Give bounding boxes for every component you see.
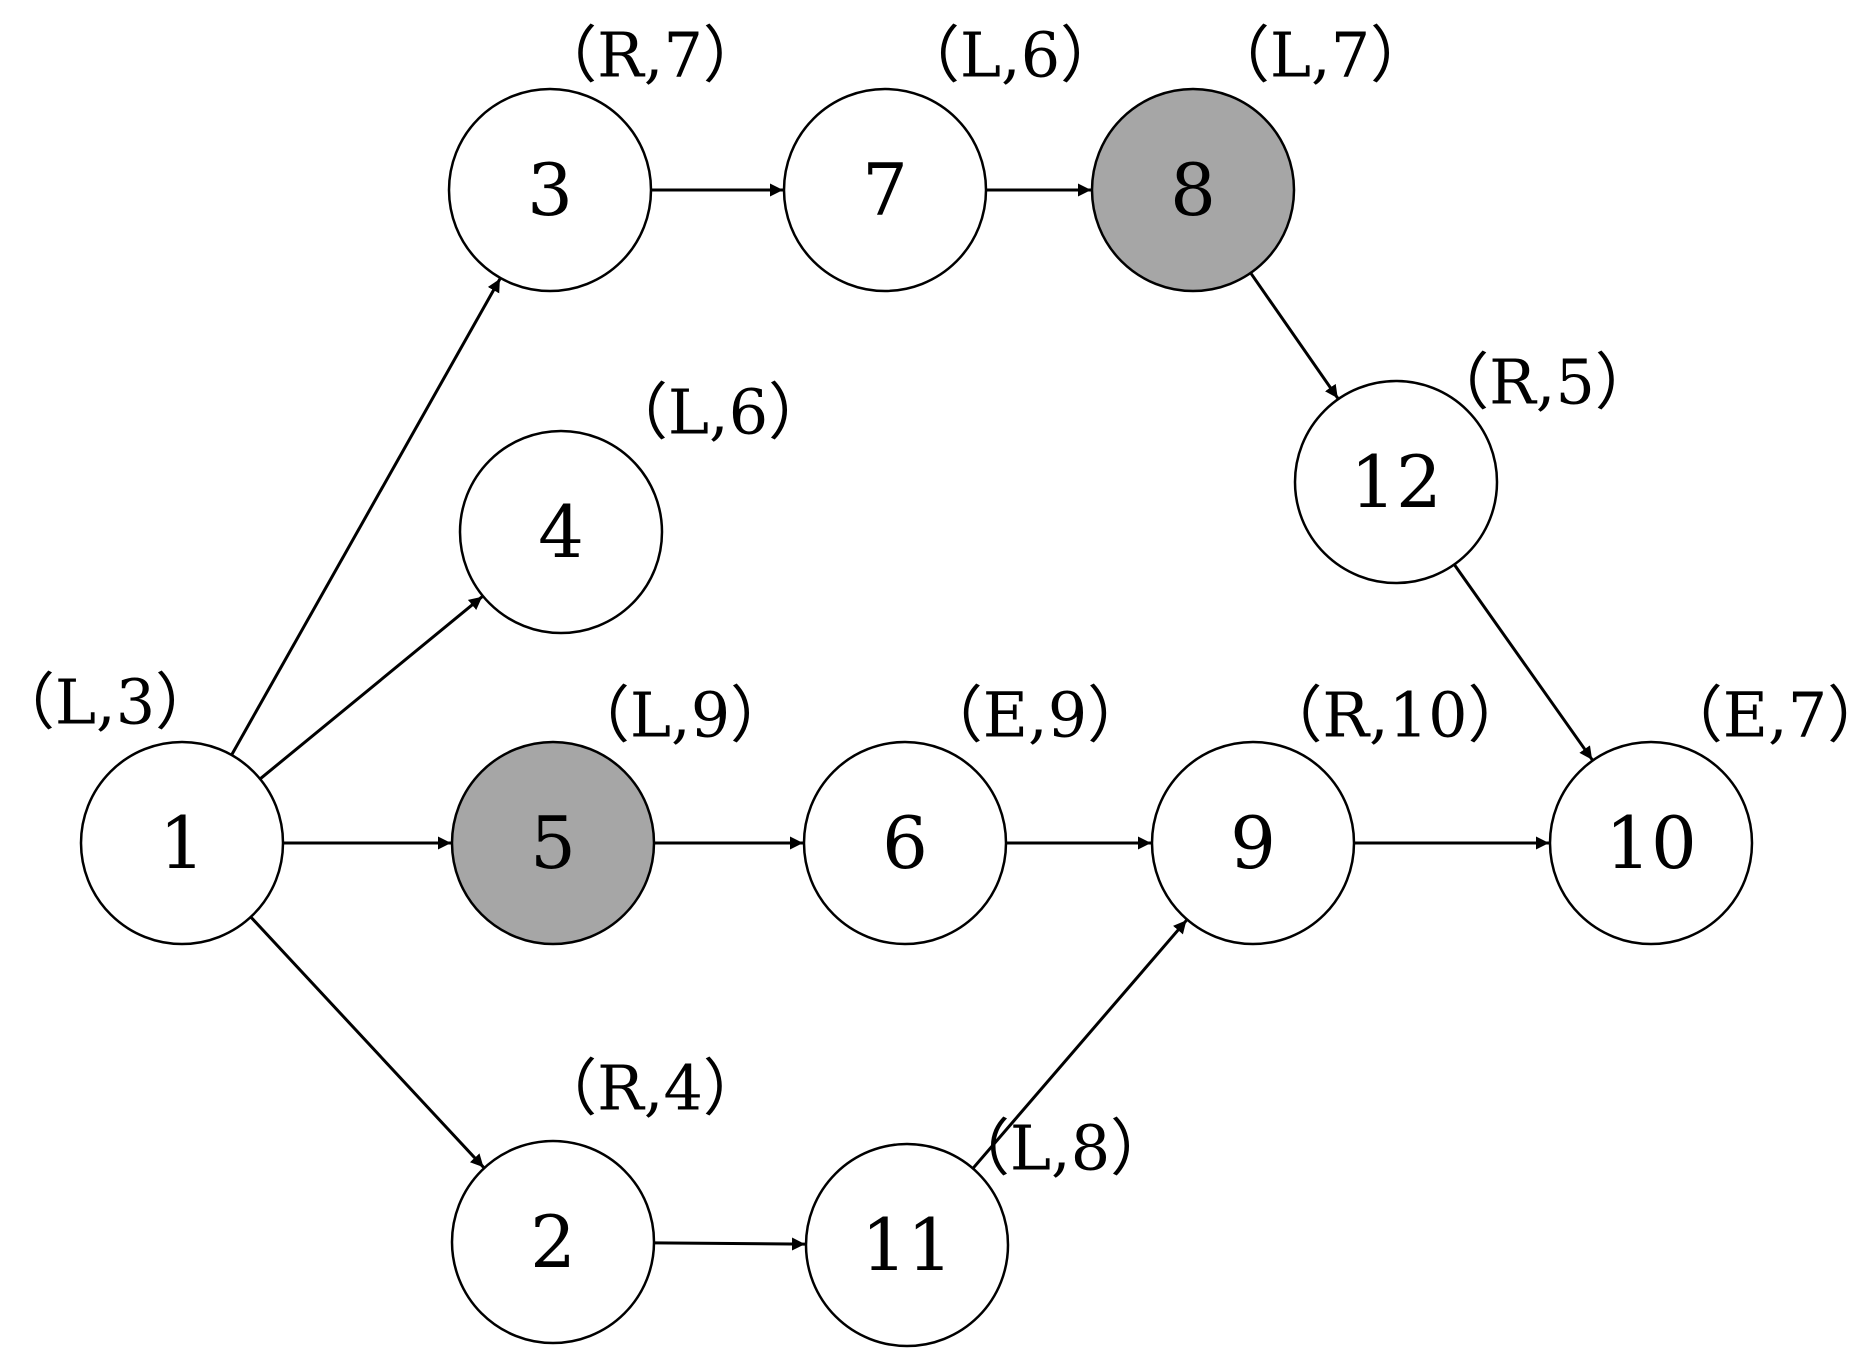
node-circle xyxy=(458,429,664,635)
node-annotation: （R,7） xyxy=(535,19,765,92)
edge-8-to-12 xyxy=(1249,272,1340,400)
edge-1-to-3 xyxy=(230,278,502,756)
node-circle xyxy=(782,87,988,293)
node-annotation: （L,6） xyxy=(898,19,1122,92)
edge-12-to-10 xyxy=(1453,563,1594,761)
node-circle xyxy=(79,740,285,946)
node-annotation: （E,7） xyxy=(1661,679,1857,752)
node-label: 7 xyxy=(862,148,908,232)
node-annotation: （E,9） xyxy=(921,679,1149,752)
node-11: 11 （L,8） xyxy=(804,1112,1172,1348)
node-2: 2 （R,4） xyxy=(450,1052,765,1345)
node-circle xyxy=(1293,379,1499,585)
node-label: 2 xyxy=(530,1200,576,1284)
node-label: 3 xyxy=(527,148,573,232)
node-annotation: （L,9） xyxy=(568,679,792,752)
node-annotation: （L,8） xyxy=(948,1112,1172,1185)
node-label: 6 xyxy=(882,801,928,885)
node-annotation: （R,5） xyxy=(1427,346,1657,419)
edge-11-to-9 xyxy=(971,919,1188,1170)
node-label: 11 xyxy=(861,1203,953,1287)
node-circle xyxy=(450,740,656,946)
node-4: 4 （L,6） xyxy=(458,376,830,635)
node-label: 5 xyxy=(530,801,576,885)
node-5: 5 （L,9） xyxy=(450,679,792,946)
node-label: 9 xyxy=(1230,801,1276,885)
node-circle xyxy=(450,1139,656,1345)
node-circle xyxy=(1548,740,1754,946)
node-circle xyxy=(447,87,653,293)
node-label: 4 xyxy=(538,490,584,574)
node-circle xyxy=(1150,740,1356,946)
node-6: 6 （E,9） xyxy=(802,679,1149,946)
node-9: 9 （R,10） xyxy=(1150,679,1530,946)
node-annotation: （L,6） xyxy=(606,376,830,449)
node-annotation: （R,4） xyxy=(535,1052,765,1125)
nodes-layer: 1 （L,3） 2 （R,4） 3 （R,7） 4 （L,6） 5 （L,9） 6 （E,9） 7 （L,… xyxy=(0,19,1857,1348)
node-8: 8 （L,7） xyxy=(1090,19,1432,293)
node-3: 3 （R,7） xyxy=(447,19,765,293)
node-circle xyxy=(1090,87,1296,293)
node-annotation: （L,7） xyxy=(1208,19,1432,92)
node-circle xyxy=(804,1142,1010,1348)
edge-2-to-11 xyxy=(653,1237,806,1251)
node-10: 10 （E,7） xyxy=(1548,679,1857,946)
edge-1-to-4 xyxy=(259,595,484,781)
node-label: 8 xyxy=(1170,148,1216,232)
node-label: 12 xyxy=(1350,440,1442,524)
node-7: 7 （L,6） xyxy=(782,19,1122,293)
edge-1-to-2 xyxy=(249,915,485,1169)
node-annotation: （L,3） xyxy=(0,666,217,739)
edges-layer xyxy=(230,183,1594,1251)
node-annotation: （R,10） xyxy=(1260,679,1529,752)
node-label: 10 xyxy=(1605,801,1697,885)
node-label: 1 xyxy=(159,801,205,885)
node-12: 12 （R,5） xyxy=(1293,346,1657,585)
node-1: 1 （L,3） xyxy=(0,666,285,946)
node-circle xyxy=(802,740,1008,946)
